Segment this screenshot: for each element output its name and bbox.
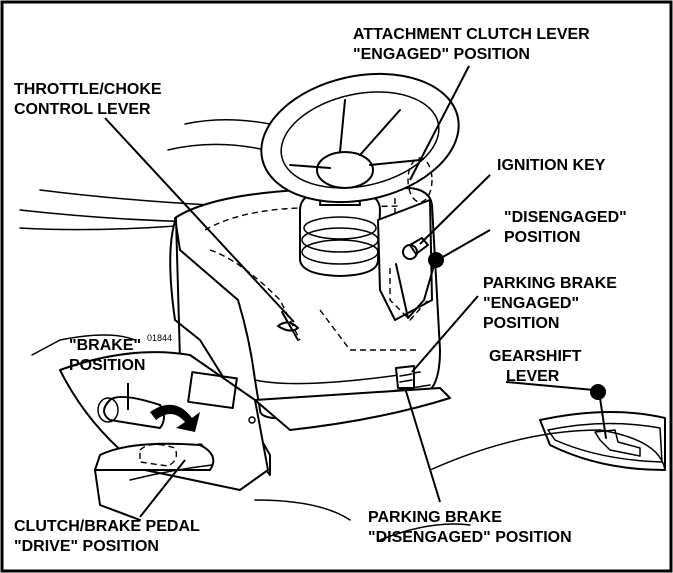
label-clutch-drive-line-2: "DRIVE" POSITION <box>14 538 159 555</box>
label-parking-engaged-line-3: POSITION <box>483 315 559 332</box>
label-parking-engaged-line-1: PARKING BRAKE <box>483 275 617 292</box>
label-attachment-clutch-line-2: "ENGAGED" POSITION <box>353 46 530 63</box>
leader-lines <box>104 65 595 518</box>
label-clutch-drive: CLUTCH/BRAKE PEDAL "DRIVE" POSITION <box>14 518 200 555</box>
label-brake-position-line-2: POSITION <box>69 357 145 374</box>
label-gearshift-line-1: GEARSHIFT <box>489 348 582 365</box>
label-ignition-line-1: IGNITION KEY <box>497 157 606 174</box>
label-parking-disengaged-line-2: "DISENGAGED" POSITION <box>368 529 572 546</box>
label-parking-engaged: PARKING BRAKE "ENGAGED" POSITION <box>483 275 617 332</box>
label-attachment-clutch-line-1: ATTACHMENT CLUTCH LEVER <box>353 26 590 43</box>
gearshift-platform <box>539 384 666 471</box>
label-disengaged-line-1: "DISENGAGED" <box>504 209 627 226</box>
clutch-brake-pedal <box>94 395 215 521</box>
label-disengaged: "DISENGAGED" POSITION <box>504 209 627 246</box>
figure-id: 01844 <box>147 333 172 343</box>
attachment-clutch-knob <box>428 252 444 268</box>
label-throttle-line-2: CONTROL LEVER <box>14 101 151 118</box>
label-gearshift: GEARSHIFT LEVER <box>489 348 582 385</box>
label-attachment-clutch: ATTACHMENT CLUTCH LEVER "ENGAGED" POSITI… <box>353 26 590 63</box>
label-parking-disengaged: PARKING BRAKE "DISENGAGED" POSITION <box>368 509 572 546</box>
label-brake-position: "BRAKE" POSITION <box>69 337 145 374</box>
label-parking-disengaged-line-1: PARKING BRAKE <box>368 509 502 526</box>
gearshift-knob <box>590 384 606 400</box>
right-console-panel <box>377 157 444 322</box>
label-disengaged-line-2: POSITION <box>504 229 580 246</box>
label-ignition: IGNITION KEY <box>497 157 606 174</box>
label-parking-engaged-line-2: "ENGAGED" <box>483 295 579 312</box>
parking-brake <box>395 365 415 389</box>
label-throttle: THROTTLE/CHOKE CONTROL LEVER <box>14 81 162 118</box>
label-brake-position-line-1: "BRAKE" <box>69 337 141 354</box>
label-clutch-drive-line-1: CLUTCH/BRAKE PEDAL <box>14 518 200 535</box>
label-throttle-line-1: THROTTLE/CHOKE <box>14 81 162 98</box>
throttle-lever <box>277 311 299 341</box>
label-gearshift-line-2: LEVER <box>506 368 560 385</box>
